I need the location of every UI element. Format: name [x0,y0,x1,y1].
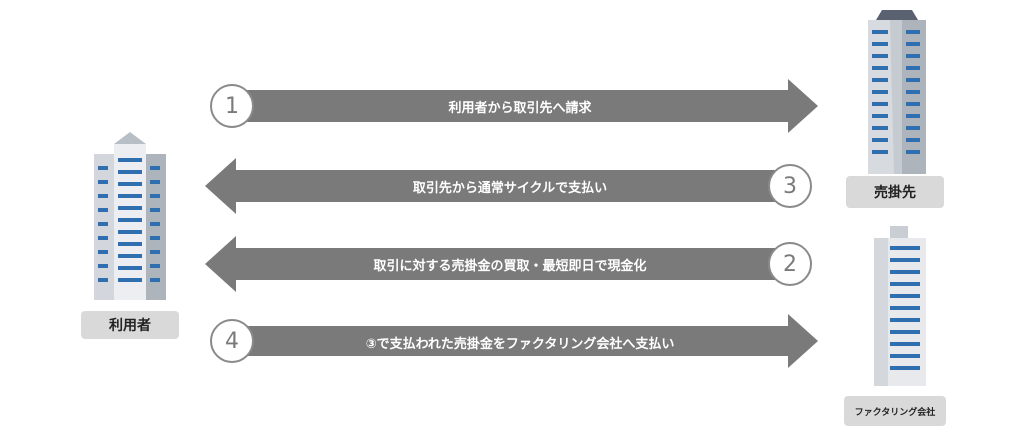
arrow-4-label: ③で支払われた売掛金をファクタリング会社へ支払い [365,337,675,352]
step-1-circle: 1 [210,84,254,128]
arrow-3-label: 取引先から通常サイクルで支払い [412,181,608,196]
factoring-building-icon [874,226,926,386]
arrow-3 [205,158,790,214]
arrow-1-label: 利用者から取引先へ請求 [448,101,592,116]
arrow-2 [205,236,790,292]
arrow-2-label: 取引に対する売掛金の買取・最短即日で現金化 [373,259,647,274]
arrow-1 [232,79,818,133]
seller-label: 売掛先 [846,176,944,208]
user-building-icon [94,132,166,300]
user-label: 利用者 [81,311,179,339]
step-4-circle: 4 [210,319,254,363]
factoring-label: ファクタリング会社 [844,396,946,426]
arrow-4 [232,314,818,368]
step-2-circle: 2 [768,242,812,286]
seller-building-icon [868,10,926,174]
step-3-circle: 3 [768,164,812,208]
